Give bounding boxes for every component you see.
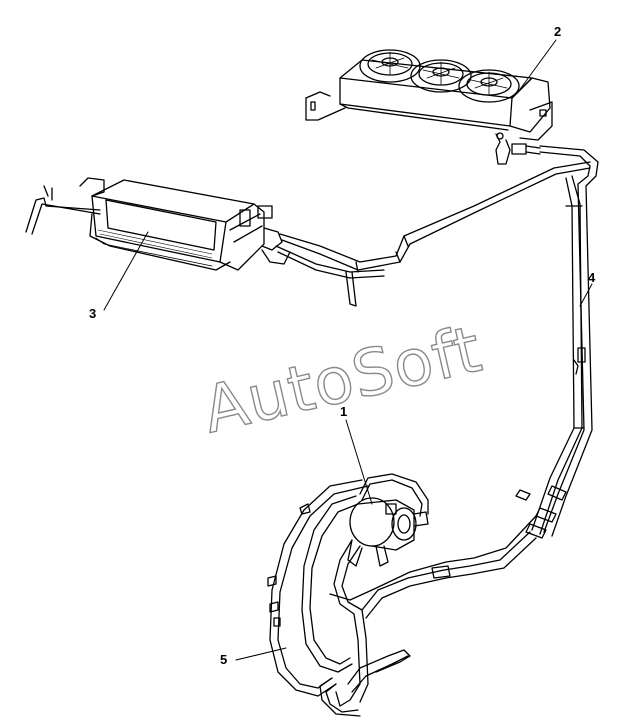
callout-5: 5: [220, 652, 227, 667]
watermark: AutoSoft: [196, 312, 490, 449]
compressor-assembly: [347, 473, 429, 567]
fan-2: [410, 59, 472, 93]
callout-1: 1: [340, 404, 347, 419]
pipe-run-vertical: [515, 145, 599, 539]
pipe-run-upper: [275, 161, 591, 307]
hose-loops-lower: [267, 479, 537, 717]
callout-3: 3: [89, 306, 96, 321]
leader-lines: [103, 39, 593, 661]
fan-3: [458, 69, 520, 103]
watermark-text: AutoSoft: [196, 313, 488, 449]
condenser-assembly: [305, 49, 553, 165]
evaporator-assembly: [25, 177, 291, 271]
callout-4: 4: [588, 270, 596, 285]
callout-2: 2: [554, 24, 561, 39]
fan-1: [359, 49, 421, 83]
